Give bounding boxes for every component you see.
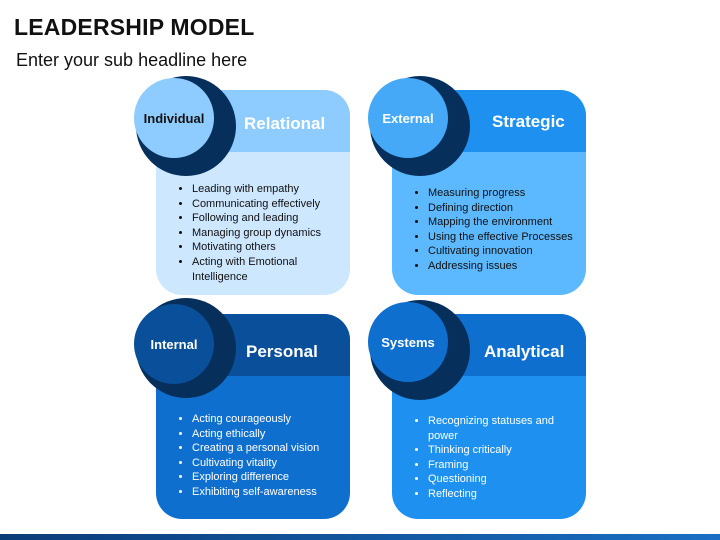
list-item: Following and leading xyxy=(192,211,340,226)
list-item: Creating a personal vision xyxy=(192,441,340,456)
list-item: Communicating effectively xyxy=(192,197,340,212)
page-subtitle: Enter your sub headline here xyxy=(16,50,248,70)
list-item: Defining direction xyxy=(428,201,576,216)
list-item: Acting ethically xyxy=(192,427,340,442)
quadrant-relational: Relational Leading with empathy Communic… xyxy=(156,90,350,295)
list-item: Recognizing statuses and power xyxy=(428,414,556,443)
list-item: Cultivating vitality xyxy=(192,456,340,471)
quadrant-strategic-list: Measuring progress Defining direction Ma… xyxy=(414,186,576,274)
quadrant-analytical-badge: Systems xyxy=(368,302,448,382)
quadrant-relational-list: Leading with empathy Communicating effec… xyxy=(178,182,340,284)
list-item: Motivating others xyxy=(192,240,340,255)
page-title: LEADERSHIP MODEL xyxy=(14,14,255,40)
quadrant-personal-heading: Personal xyxy=(246,342,318,361)
quadrant-strategic-badge: External xyxy=(368,78,448,158)
list-item: Reflecting xyxy=(428,487,556,502)
list-item: Leading with empathy xyxy=(192,182,340,197)
footer-bar xyxy=(0,534,720,540)
quadrant-relational-heading: Relational xyxy=(244,114,326,133)
quadrant-analytical-heading: Analytical xyxy=(484,342,565,361)
quadrant-analytical-list: Recognizing statuses and power Thinking … xyxy=(414,414,556,502)
list-item: Questioning xyxy=(428,472,556,487)
list-item: Thinking critically xyxy=(428,443,556,458)
quadrant-relational-badge: Individual xyxy=(134,78,214,158)
quadrant-personal-list: Acting courageously Acting ethically Cre… xyxy=(178,412,340,500)
list-item: Exploring difference xyxy=(192,470,340,485)
list-item: Exhibiting self-awareness xyxy=(192,485,340,500)
list-item: Using the effective Processes xyxy=(428,230,576,245)
list-item: Framing xyxy=(428,458,556,473)
quadrant-personal-badge: Internal xyxy=(134,304,214,384)
list-item: Addressing issues xyxy=(428,259,576,274)
list-item: Mapping the environment xyxy=(428,215,576,230)
list-item: Measuring progress xyxy=(428,186,576,201)
list-item: Managing group dynamics xyxy=(192,226,340,241)
quadrant-strategic-heading: Strategic xyxy=(492,112,565,131)
list-item: Acting with Emotional Intelligence xyxy=(192,255,340,284)
list-item: Acting courageously xyxy=(192,412,340,427)
list-item: Cultivating innovation xyxy=(428,244,576,259)
